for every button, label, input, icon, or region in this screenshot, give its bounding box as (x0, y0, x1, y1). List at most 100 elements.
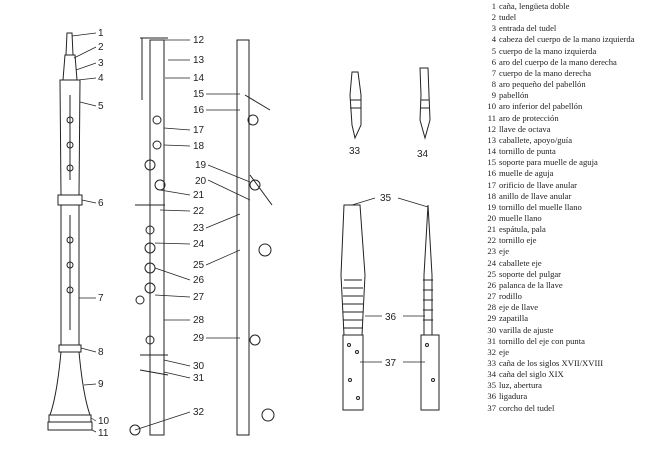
callout-18: 18 (193, 141, 205, 152)
legend-number: 17 (487, 179, 496, 190)
legend-text: caballete eje (499, 257, 542, 268)
callout-22: 22 (193, 206, 205, 217)
legend-number: 6 (491, 56, 496, 67)
legend-number: 31 (487, 335, 496, 346)
legend-number: 8 (491, 79, 496, 90)
callout-26: 26 (193, 275, 205, 286)
callout-27: 27 (193, 292, 205, 303)
large-reed-front (340, 204, 366, 411)
callout-3: 3 (98, 58, 104, 69)
legend-text: corcho del tudel (499, 402, 555, 413)
oboe-rear-view (236, 39, 275, 436)
legend-number: 29 (487, 313, 496, 324)
legend-text: espátula, pala (499, 224, 546, 235)
legend-number: 26 (487, 279, 496, 290)
callout-7: 7 (98, 293, 104, 304)
legend-number: 11 (487, 112, 496, 123)
legend-text: tudel (499, 12, 517, 23)
legend-text: caña, lengüeta doble (499, 1, 570, 11)
callout-1: 1 (98, 28, 104, 39)
callout-15: 15 (193, 89, 205, 100)
callout-23: 23 (193, 223, 205, 234)
callout-6: 6 (98, 198, 104, 209)
legend-number: 23 (487, 246, 496, 257)
callout-20: 20 (195, 176, 207, 187)
callout-30: 30 (193, 361, 205, 372)
legend-text: tornillo eje (499, 235, 537, 246)
legend-text: cuerpo de la mano izquierda (499, 45, 597, 56)
legend-number: 33 (487, 358, 496, 368)
legend-number: 25 (487, 268, 496, 279)
legend-text: tornillo del eje con punta (499, 335, 585, 346)
legend-number: 13 (487, 134, 496, 145)
legend-number: 37 (487, 402, 496, 413)
legend-number: 14 (487, 146, 496, 157)
legend-text: soporte para muelle de aguja (499, 157, 598, 168)
legend-text: ligadura (499, 391, 528, 402)
legend-text: aro pequeño del pabellón (499, 79, 586, 90)
legend-text: aro de protección (499, 112, 559, 123)
callout-19: 19 (195, 160, 207, 171)
legend-number: 7 (491, 67, 496, 78)
callout-10: 10 (98, 416, 110, 427)
legend-text: tornillo de punta (499, 146, 556, 157)
legend-number: 22 (487, 235, 496, 246)
legend-number: 30 (487, 324, 496, 335)
large-reed-side (420, 204, 440, 411)
legend-number: 32 (487, 346, 496, 357)
callout-34: 34 (417, 149, 429, 160)
callout-11: 11 (98, 428, 109, 439)
callout-32: 32 (193, 407, 205, 418)
legend-number: 21 (487, 224, 496, 235)
callout-24: 24 (193, 239, 205, 250)
callout-36: 36 (385, 312, 397, 323)
legend-text: muelle llano (499, 212, 542, 223)
callout-31: 31 (193, 373, 205, 384)
legend-text: cuerpo de la mano derecha (499, 67, 592, 78)
legend-number: 34 (487, 369, 496, 380)
legend-text: entrada del tudel (499, 23, 557, 34)
callout-5: 5 (98, 101, 104, 112)
legend-text: varilla de ajuste (499, 324, 554, 335)
legend-text: muelle de aguja (499, 168, 554, 179)
callout-29: 29 (193, 333, 205, 344)
reed-34-drawing (419, 67, 431, 140)
legend-number: 10 (487, 101, 496, 112)
legend-text: caña del siglo XIX (499, 369, 564, 380)
legend-number: 19 (487, 201, 496, 212)
legend-number: 28 (487, 302, 496, 313)
callout-labels: 1 2 3 4 5 6 7 8 9 10 11 12 13 14 15 16 1… (98, 28, 429, 439)
callout-12: 12 (193, 35, 205, 46)
legend-text: eje (499, 246, 510, 257)
legend-number: 9 (491, 90, 496, 101)
legend-text: cabeza del cuerpo de la mano izquierda (499, 34, 635, 45)
legend-text: aro inferior del pabellón (499, 101, 583, 112)
legend-number: 1 (491, 1, 496, 11)
legend-number: 27 (487, 291, 496, 302)
legend-text: orificio de llave anular (499, 179, 578, 190)
callout-4: 4 (98, 73, 104, 84)
callout-14: 14 (193, 73, 205, 84)
legend-text: zapatilla (499, 313, 529, 324)
